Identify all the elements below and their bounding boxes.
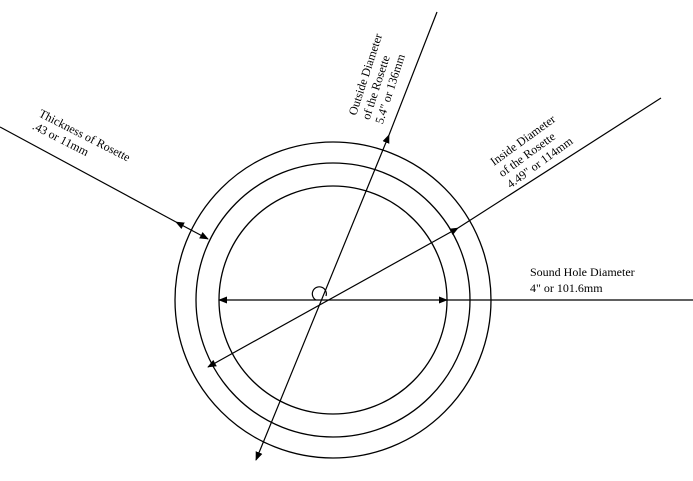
thickness-leader-line bbox=[0, 126, 177, 223]
thickness-dimension-line bbox=[175, 221, 209, 240]
inside-diameter-line bbox=[207, 227, 459, 368]
outside-diameter-leader-line bbox=[388, 11, 438, 136]
outside-diameter-label: Outside Diameter of the Rosette 5.4" or … bbox=[346, 32, 409, 126]
sound-hole-label: Sound Hole Diameter 4" or 101.6mm bbox=[530, 265, 635, 295]
sound-hole-label-line2: 4" or 101.6mm bbox=[530, 281, 603, 295]
outside-diameter-line bbox=[255, 134, 390, 461]
thickness-label: Thickness of Rosette .43 or 11mm bbox=[30, 106, 132, 164]
sound-hole-label-line1: Sound Hole Diameter bbox=[530, 265, 635, 279]
inside-diameter-label: Inside Diameter of the Rosette 4.49" or … bbox=[488, 112, 576, 191]
inside-diameter-leader-line bbox=[457, 97, 662, 229]
